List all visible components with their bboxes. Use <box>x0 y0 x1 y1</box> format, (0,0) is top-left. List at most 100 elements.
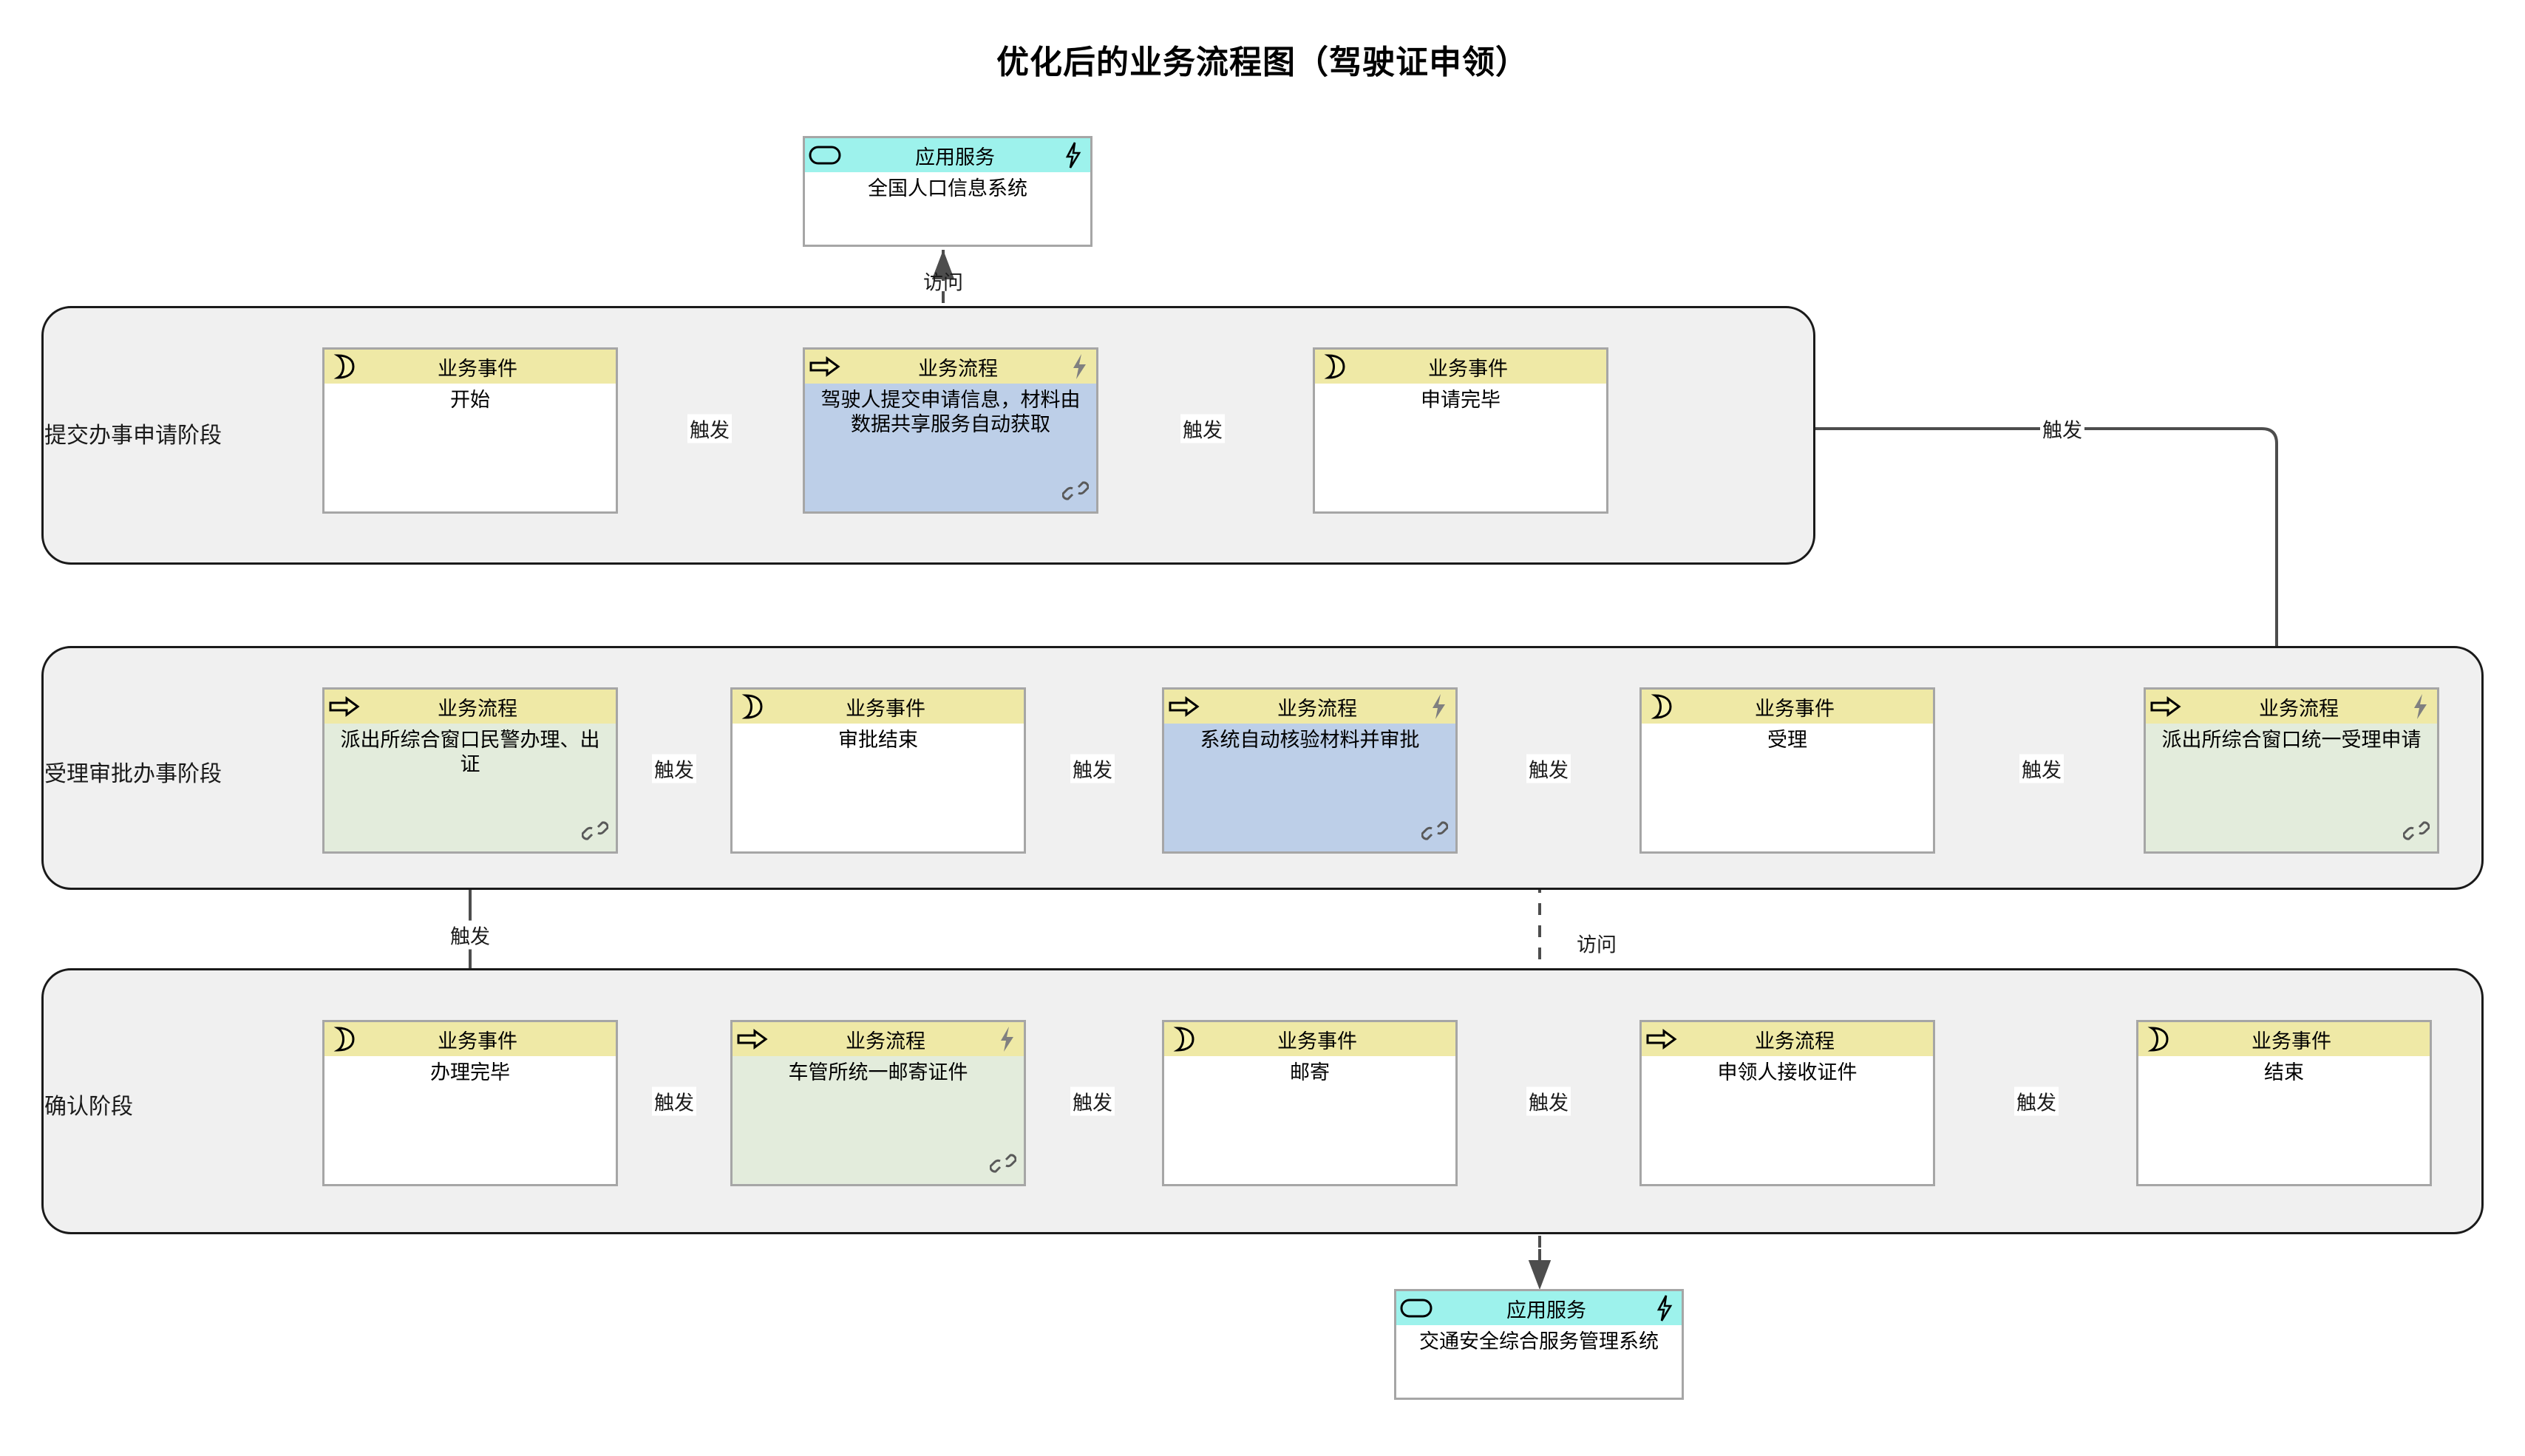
node-name: 邮寄 <box>1164 1056 1455 1184</box>
edge-label-approveend-police: 触发 <box>652 754 696 783</box>
node-type-label: 业务事件 <box>438 1030 517 1052</box>
node-applicant-receive[interactable]: 业务流程 申领人接收证件 <box>1639 1020 1935 1186</box>
node-end[interactable]: 业务事件 结束 <box>2136 1020 2432 1186</box>
arrow-right-icon <box>324 696 364 717</box>
node-name: 全国人口信息系统 <box>805 172 1090 245</box>
node-mail[interactable]: 业务事件 邮寄 <box>1162 1020 1458 1186</box>
page-title: 优化后的业务流程图（驾驶证申领） <box>996 44 1529 81</box>
edge-label-submit-applied: 触发 <box>1180 414 1225 443</box>
crescent-icon <box>324 353 364 380</box>
node-header: 业务流程 <box>805 350 1096 384</box>
crescent-icon <box>1164 1026 1204 1052</box>
arrow-right-icon <box>1164 696 1204 717</box>
node-type-label: 业务流程 <box>2259 697 2339 720</box>
lightning-bolt-icon <box>1070 353 1089 384</box>
edge-label-police-done: 触发 <box>448 920 492 950</box>
node-name: 驾驶人提交申请信息，材料由数据共享服务自动获取 <box>805 384 1096 511</box>
node-type-label: 业务事件 <box>1277 1030 1357 1052</box>
node-name: 申领人接收证件 <box>1642 1056 1933 1184</box>
arrow-right-icon <box>805 356 845 377</box>
crescent-icon <box>2138 1026 2178 1052</box>
node-header: 业务流程 <box>324 690 616 724</box>
node-header: 业务流程 <box>1642 1022 1933 1056</box>
node-approval-end[interactable]: 业务事件 审批结束 <box>730 687 1026 854</box>
node-name: 办理完毕 <box>324 1056 616 1184</box>
crescent-icon <box>1315 353 1355 380</box>
edge-label-done-mailunified: 触发 <box>652 1086 696 1116</box>
rounded-rect-icon <box>805 146 845 165</box>
node-header: 业务事件 <box>324 1022 616 1056</box>
edge-label-accepted-autocheck: 触发 <box>1526 754 1571 783</box>
edge-label-start-submit: 触发 <box>687 414 732 443</box>
edge-label-mailunified-mail: 触发 <box>1070 1086 1115 1116</box>
edge-label-access-traffic: 访问 <box>1577 933 1617 956</box>
edge-label-autocheck-approveend: 触发 <box>1070 754 1115 783</box>
node-type-label: 业务事件 <box>1428 357 1508 380</box>
node-header: 业务事件 <box>1642 690 1933 724</box>
node-header: 业务流程 <box>733 1022 1024 1056</box>
crescent-icon <box>1642 693 1682 720</box>
node-auto-check-approve[interactable]: 业务流程 系统自动核验材料并审批 <box>1162 687 1458 854</box>
node-header: 应用服务 <box>1396 1291 1682 1325</box>
node-name: 审批结束 <box>733 724 1024 851</box>
arrow-right-icon <box>733 1029 772 1050</box>
node-type-label: 业务流程 <box>918 357 998 380</box>
node-app-population[interactable]: 应用服务 全国人口信息系统 <box>803 136 1092 247</box>
lightning-bolt-icon <box>1064 141 1083 173</box>
node-unified-accept-request[interactable]: 业务流程 派出所综合窗口统一受理申请 <box>2144 687 2439 854</box>
node-header: 应用服务 <box>805 138 1090 172</box>
node-name: 申请完毕 <box>1315 384 1606 511</box>
chain-link-icon <box>1421 820 1449 846</box>
node-header: 业务事件 <box>2138 1022 2430 1056</box>
node-name: 系统自动核验材料并审批 <box>1164 724 1455 851</box>
chain-link-icon <box>2402 820 2430 846</box>
node-accepted[interactable]: 业务事件 受理 <box>1639 687 1935 854</box>
node-start[interactable]: 业务事件 开始 <box>322 347 618 514</box>
node-app-traffic[interactable]: 应用服务 交通安全综合服务管理系统 <box>1394 1289 1684 1400</box>
node-type-label: 业务流程 <box>1277 697 1357 720</box>
group-submit-stage-label: 提交办事申请阶段 <box>44 423 222 448</box>
edge-label-receive-end: 触发 <box>2014 1086 2059 1116</box>
node-type-label: 业务事件 <box>846 697 925 720</box>
node-unified-mail-certificate[interactable]: 业务流程 车管所统一邮寄证件 <box>730 1020 1026 1186</box>
node-type-label: 业务流程 <box>846 1030 925 1052</box>
node-name: 车管所统一邮寄证件 <box>733 1056 1024 1184</box>
node-name: 结束 <box>2138 1056 2430 1184</box>
lightning-bolt-icon <box>1429 693 1448 724</box>
node-header: 业务流程 <box>2146 690 2437 724</box>
edge-label-mail-receive: 触发 <box>1526 1086 1571 1116</box>
node-name: 受理 <box>1642 724 1933 851</box>
node-header: 业务事件 <box>733 690 1024 724</box>
group-accept-approve-stage-label: 受理审批办事阶段 <box>44 762 222 786</box>
node-type-label: 应用服务 <box>1506 1299 1586 1321</box>
edge-label-acceptreq-accepted: 触发 <box>2019 754 2064 783</box>
node-police-handle-issue[interactable]: 业务流程 派出所综合窗口民警办理、出证 <box>322 687 618 854</box>
node-name: 交通安全综合服务管理系统 <box>1396 1325 1682 1398</box>
node-name: 开始 <box>324 384 616 511</box>
group-confirm-stage-label: 确认阶段 <box>44 1095 133 1119</box>
node-type-label: 业务流程 <box>438 697 517 720</box>
node-type-label: 业务事件 <box>1755 697 1835 720</box>
node-header: 业务事件 <box>324 350 616 384</box>
arrow-right-icon <box>2146 696 2186 717</box>
node-type-label: 业务流程 <box>1755 1030 1835 1052</box>
arrow-right-icon <box>1642 1029 1682 1050</box>
node-name: 派出所综合窗口统一受理申请 <box>2146 724 2437 851</box>
node-type-label: 应用服务 <box>915 146 995 169</box>
crescent-icon <box>733 693 772 720</box>
node-type-label: 业务事件 <box>2252 1030 2331 1052</box>
lightning-bolt-icon <box>2410 693 2430 724</box>
lightning-bolt-icon <box>1655 1294 1674 1326</box>
node-name: 派出所综合窗口民警办理、出证 <box>324 724 616 851</box>
node-header: 业务事件 <box>1164 1022 1455 1056</box>
chain-link-icon <box>989 1152 1017 1178</box>
node-header: 业务事件 <box>1315 350 1606 384</box>
node-type-label: 业务事件 <box>438 357 517 380</box>
chain-link-icon <box>1061 480 1090 506</box>
node-handling-complete[interactable]: 业务事件 办理完毕 <box>322 1020 618 1186</box>
lightning-bolt-icon <box>997 1025 1016 1057</box>
node-submit-application[interactable]: 业务流程 驾驶人提交申请信息，材料由数据共享服务自动获取 <box>803 347 1098 514</box>
node-header: 业务流程 <box>1164 690 1455 724</box>
node-application-complete[interactable]: 业务事件 申请完毕 <box>1313 347 1608 514</box>
crescent-icon <box>324 1026 364 1052</box>
